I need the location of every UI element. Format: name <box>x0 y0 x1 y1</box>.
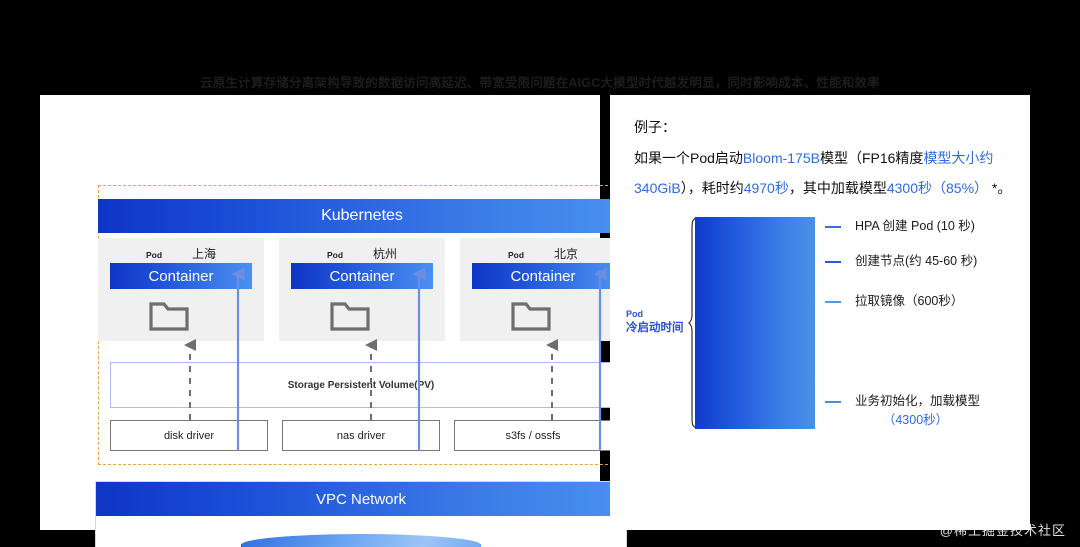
pod-label: Pod <box>326 250 344 260</box>
pod-label: Pod <box>507 250 525 260</box>
annotation-label: 业务初始化，加载模型 <box>855 394 981 408</box>
kubernetes-header: Kubernetes <box>98 199 626 233</box>
example-panel: 例子： 如果一个Pod启动Bloom-175B模型（FP16精度模型大小约 340… <box>610 95 1030 530</box>
example-text-5: *。 <box>988 180 1012 196</box>
cold-start-label-line1: Pod <box>626 309 643 319</box>
driver-box-disk: disk driver <box>110 420 268 451</box>
pod-label: Pod <box>145 250 163 260</box>
annotation-hpa: HPA 创建 Pod (10 秒) <box>825 215 975 234</box>
annotation-label: 创建节点(约 45-60 秒) <box>855 254 978 268</box>
example-title: 例子： <box>634 119 676 135</box>
example-text-1: 如果一个Pod启动 <box>634 150 743 166</box>
folder-icon <box>510 298 552 337</box>
example-highlight-total-time: 4970秒 <box>743 180 789 196</box>
pod-card-hangzhou: Pod 杭州 Container <box>279 238 445 341</box>
pod-card-header: Pod 北京 <box>460 245 626 262</box>
annotation-label: HPA 创建 Pod (10 秒) <box>855 219 975 233</box>
example-highlight-size-label: 模型大小约 <box>923 150 994 166</box>
driver-box-nas: nas driver <box>282 420 440 451</box>
container-box: Container <box>291 263 433 289</box>
annotation-image-pull: 拉取镜像（600秒） <box>825 290 963 309</box>
pod-card-shanghai: Pod 上海 Container <box>98 238 264 341</box>
cylinder-top <box>241 534 481 547</box>
architecture-diagram-panel: Kubernetes Pod 上海 Container Pod 杭州 <box>40 95 628 547</box>
pod-region-label: 上海 <box>192 247 217 261</box>
example-text-4: ，其中加载模型 <box>788 180 887 196</box>
cold-start-bar <box>695 217 815 429</box>
vpc-network-header: VPC Network <box>96 482 626 516</box>
pod-region-label: 北京 <box>554 247 579 261</box>
cold-start-label-line2: 冷启动时间 <box>626 322 684 334</box>
driver-box-s3fs: s3fs / ossfs <box>454 420 612 451</box>
annotation-label: 拉取镜像（600秒） <box>855 294 964 308</box>
pod-region-label: 杭州 <box>373 247 398 261</box>
example-highlight-model: Bloom-175B <box>742 150 820 166</box>
example-text-2: 模型（FP16精度 <box>819 150 924 166</box>
cold-start-axis-label: Pod 冷启动时间 <box>626 307 692 335</box>
vpc-network-section: VPC Network Disk/NAS/Object Storage <box>95 481 627 547</box>
folder-icon <box>148 298 190 337</box>
example-text-3: ），耗时约 <box>680 180 744 196</box>
annotation-dash-icon <box>825 260 841 263</box>
annotation-dash-icon <box>825 300 841 303</box>
driver-row: disk driver nas driver s3fs / ossfs <box>110 420 612 451</box>
annotation-model-load: 业务初始化，加载模型 （4300秒） <box>825 392 980 430</box>
container-box: Container <box>110 263 252 289</box>
persistent-volume-box: Storage Persistent Volume(PV) <box>110 362 612 408</box>
annotation-dash-icon <box>825 400 841 403</box>
folder-icon <box>329 298 371 337</box>
pod-row: Pod 上海 Container Pod 杭州 Container <box>98 238 626 341</box>
example-highlight-load-time: 4300秒（85%） <box>886 180 989 196</box>
container-box: Container <box>472 263 614 289</box>
pod-card-header: Pod 杭州 <box>279 245 445 262</box>
example-highlight-size: 340GiB <box>634 180 681 196</box>
example-body: 如果一个Pod启动Bloom-175B模型（FP16精度模型大小约 340GiB）… <box>634 143 1014 203</box>
annotation-node-create: 创建节点(约 45-60 秒) <box>825 250 977 269</box>
cold-start-chart: Pod 冷启动时间 HPA 创建 Pod (10 秒) 创建节点(约 45-60… <box>610 95 1030 530</box>
annotation-dash-icon <box>825 225 841 228</box>
watermark: @稀土掘金技术社区 <box>939 523 1066 538</box>
annotation-sublabel: （4300秒） <box>882 413 949 427</box>
pod-card-header: Pod 上海 <box>98 245 264 262</box>
storage-cylinder: Disk/NAS/Object Storage <box>241 534 481 547</box>
page-title: 云原生计算存储分离架构导致的数据访问高延迟、带宽受限问题在AIGC大模型时代越发… <box>200 76 880 90</box>
pod-card-beijing: Pod 北京 Container <box>460 238 626 341</box>
cold-start-brace <box>688 217 699 429</box>
